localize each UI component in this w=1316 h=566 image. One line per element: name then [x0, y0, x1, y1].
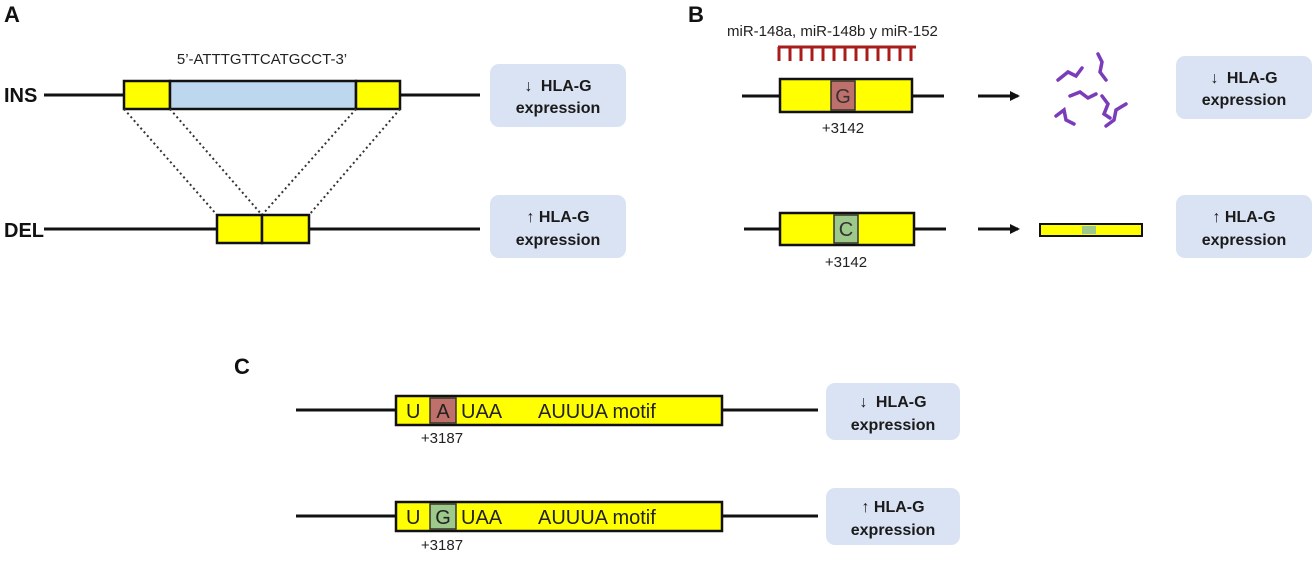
svg-text:↑ HLA-G: ↑ HLA-G [861, 499, 924, 516]
up-arrow-icon: ↑ [861, 499, 869, 516]
g2-u-letter: U [406, 507, 420, 529]
svg-text:↓ HLA-G: ↓ HLA-G [1210, 70, 1277, 87]
panel-c: C U A UAA AUUUA motif +3187 U G UAA AUUU… [234, 354, 960, 554]
down-arrow-icon: ↓ [1210, 70, 1218, 87]
up-arrow-icon: ↑ [1212, 209, 1220, 226]
ins-label: INS [4, 85, 37, 107]
insertion-sequence: 5’-ATTTGTTCATGCCT-3’ [177, 51, 347, 68]
g2-result-line2: expression [851, 522, 935, 539]
del-label: DEL [4, 220, 44, 242]
svg-text:↓ HLA-G: ↓ HLA-G [524, 78, 591, 95]
c-allele-letter: C [839, 219, 853, 241]
a-position-label: +3187 [421, 430, 463, 447]
g2-uaa-text: UAA [461, 507, 503, 529]
ins-result-line2: expression [516, 100, 600, 117]
g-allele-base [830, 80, 856, 111]
up-arrow-icon: ↑ [526, 209, 534, 226]
a-uaa-text: UAA [461, 401, 503, 423]
g-result-box: ↓ HLA-G expression [1176, 56, 1312, 119]
del-exon-left [215, 213, 264, 245]
c-result-box: ↑ HLA-G expression [1176, 195, 1312, 258]
a-result-box: ↓ HLA-G expression [826, 383, 960, 440]
panel-letter-a: A [4, 2, 20, 27]
a-result-line1: HLA-G [876, 394, 927, 411]
stable-mrna-icon [1039, 223, 1143, 237]
c-allele-base [833, 214, 859, 244]
panel-a: A INS 5’-ATTTGTTCATGCCT-3’ DEL ↓ HLA-G [4, 2, 626, 258]
ins-exon-left [122, 79, 172, 111]
del-result-box: ↑ HLA-G expression [490, 195, 626, 258]
a-allele-base [429, 397, 457, 424]
c-position-label: +3142 [825, 254, 867, 271]
panel-letter-c: C [234, 354, 250, 379]
g2-result-line1: HLA-G [874, 499, 925, 516]
g2-position-label: +3187 [421, 537, 463, 554]
svg-text:↑ HLA-G: ↑ HLA-G [1212, 209, 1275, 226]
g2-allele-base [429, 503, 457, 530]
a-motif-text: AUUUA motif [538, 401, 656, 423]
degraded-mrna-fragments-icon [1054, 52, 1128, 128]
mirna-label: miR-148a, miR-148b y miR-152 [727, 23, 938, 40]
g2-result-box: ↑ HLA-G expression [826, 488, 960, 545]
down-arrow-icon: ↓ [859, 394, 867, 411]
a-u-letter: U [406, 401, 420, 423]
ins-insert-region [168, 79, 358, 111]
ins-del-connectors [123, 108, 401, 216]
g-result-line2: expression [1202, 92, 1286, 109]
c-result-line2: expression [1202, 232, 1286, 249]
ins-result-line1: HLA-G [541, 78, 592, 95]
g-result-line1: HLA-G [1227, 70, 1278, 87]
a-result-line2: expression [851, 417, 935, 434]
g-allele-letter: G [835, 86, 851, 108]
svg-text:↓ HLA-G: ↓ HLA-G [859, 394, 926, 411]
g-position-label: +3142 [822, 120, 864, 137]
del-exon-right [260, 213, 311, 245]
g2-allele-letter: G [435, 507, 451, 529]
down-arrow-icon: ↓ [524, 78, 532, 95]
mirna-comb-icon [777, 45, 916, 61]
svg-text:↑ HLA-G: ↑ HLA-G [526, 209, 589, 226]
ins-exon-right [354, 79, 402, 111]
ins-result-box: ↓ HLA-G expression [490, 64, 626, 127]
del-result-line1: HLA-G [539, 209, 590, 226]
del-result-line2: expression [516, 232, 600, 249]
a-allele-letter: A [436, 401, 450, 423]
panel-letter-b: B [688, 2, 704, 27]
c-result-line1: HLA-G [1225, 209, 1276, 226]
g2-motif-text: AUUUA motif [538, 507, 656, 529]
panel-b: B miR-148a, miR-148b y miR-152 G +3142 [688, 2, 1312, 271]
